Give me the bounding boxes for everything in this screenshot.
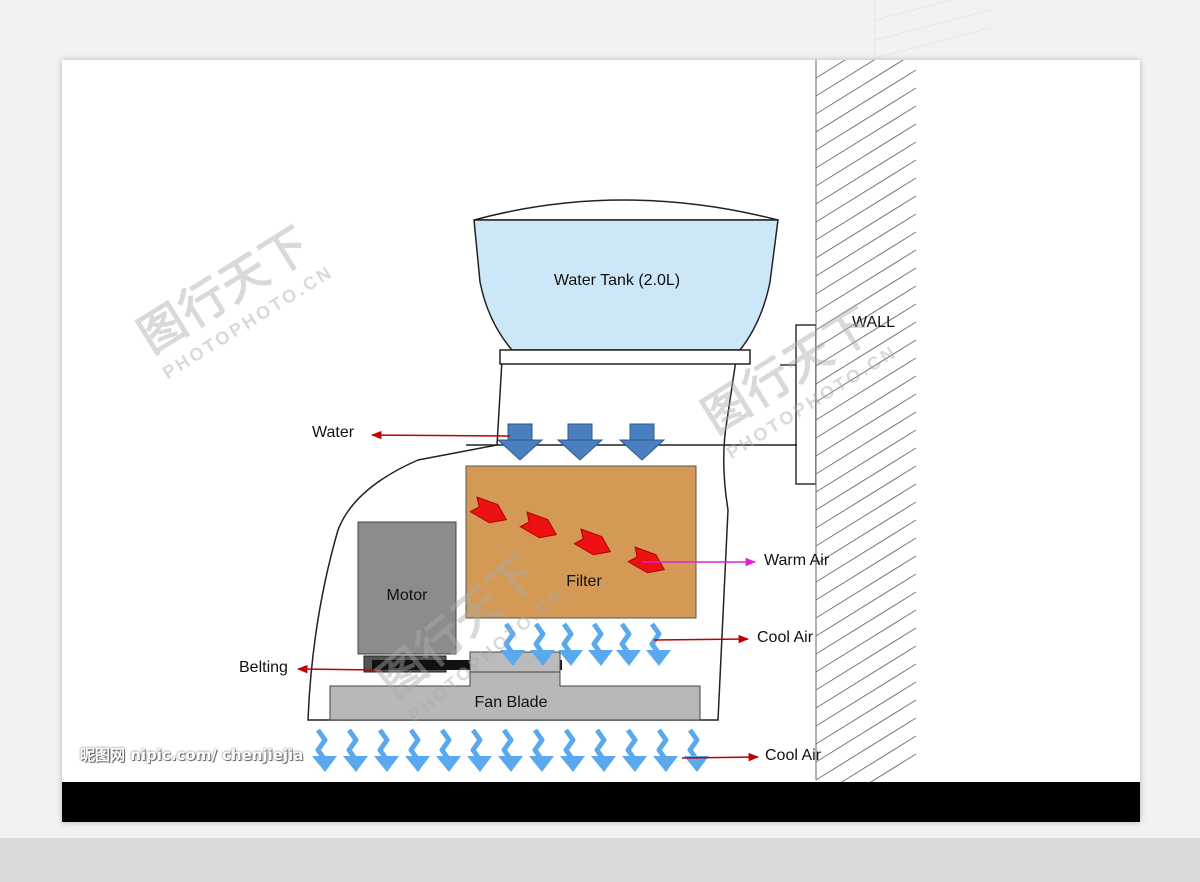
wall-hatch-line bbox=[815, 519, 917, 583]
belting bbox=[372, 660, 562, 670]
water-tank-cap bbox=[473, 199, 779, 221]
wall-hatch-line bbox=[815, 303, 917, 367]
cool-air-upper-pointer bbox=[653, 634, 750, 644]
footer-bar bbox=[62, 782, 1140, 822]
wall-hatch-line bbox=[815, 357, 917, 421]
water-pointer bbox=[370, 430, 511, 440]
wall-hatch-line bbox=[815, 177, 917, 241]
wall-hatch-line bbox=[815, 231, 917, 295]
wall-hatch-line bbox=[815, 141, 917, 205]
background-hatch-corner bbox=[874, 0, 991, 60]
wall-hatch-line bbox=[815, 393, 917, 457]
wall-hatch-line bbox=[815, 699, 917, 763]
fan-blade-label: Fan Blade bbox=[474, 694, 548, 711]
wall-hatch-line bbox=[815, 537, 917, 601]
water-tank-label: Water Tank (2.0L) bbox=[553, 272, 681, 289]
wall-hatch-line bbox=[815, 429, 917, 493]
belting-pointer bbox=[296, 664, 381, 674]
motor-label: Motor bbox=[386, 587, 428, 604]
diagram-card: Water Tank (2.0L) WALL Water Filter Warm… bbox=[62, 60, 1140, 822]
page-bottom-band bbox=[0, 838, 1200, 882]
wall-hatch-line bbox=[815, 573, 917, 637]
wall-hatch-line bbox=[815, 60, 905, 115]
wall-hatch-line bbox=[815, 339, 917, 403]
motor-block bbox=[357, 521, 457, 655]
wall-hatch-line bbox=[815, 555, 917, 619]
wall-hatch-line bbox=[815, 249, 917, 313]
wall bbox=[815, 60, 917, 817]
wall-hatch-line bbox=[815, 123, 917, 187]
filter-label: Filter bbox=[566, 573, 602, 590]
wall-hatch-line bbox=[815, 321, 917, 385]
wall-label: WALL bbox=[852, 314, 895, 331]
wall-hatch-line bbox=[815, 159, 917, 223]
wall-hatch-line bbox=[815, 195, 917, 259]
cool-air-lower-flow bbox=[312, 730, 709, 772]
wall-hatch-line bbox=[815, 465, 917, 529]
wall-hatch-line bbox=[815, 483, 917, 547]
wall-hatch-line bbox=[815, 375, 917, 439]
belting-label: Belting bbox=[239, 659, 288, 676]
wall-hatch-line bbox=[815, 681, 917, 745]
wall-hatch-line bbox=[815, 447, 917, 511]
wall-hatch-line bbox=[815, 267, 917, 331]
water-label: Water bbox=[312, 424, 355, 441]
wall-hatch-line bbox=[815, 60, 876, 97]
wall-hatch-line bbox=[815, 609, 917, 673]
wall-hatch-line bbox=[815, 501, 917, 565]
fan-blade-block bbox=[329, 671, 701, 721]
warm-air-label: Warm Air bbox=[764, 552, 830, 569]
wall-hatch-line bbox=[815, 285, 917, 349]
wall-hatch-line bbox=[815, 717, 917, 781]
cool-air-lower-label: Cool Air bbox=[765, 747, 822, 764]
cool-air-upper-label: Cool Air bbox=[757, 629, 814, 646]
wall-hatch-line bbox=[815, 663, 917, 727]
cool-air-lower-pointer bbox=[681, 752, 760, 762]
wall-hatch-line bbox=[815, 645, 917, 709]
air-cooler-diagram bbox=[296, 60, 917, 817]
source-credit: 昵图网 nipic.com/ chenjiejia bbox=[80, 746, 304, 764]
wall-hatch-line bbox=[815, 411, 917, 475]
wall-hatch-line bbox=[815, 627, 917, 691]
wall-hatch-line bbox=[815, 60, 846, 79]
wall-hatch-line bbox=[815, 87, 917, 151]
wall-hatch-line bbox=[815, 213, 917, 277]
wall-hatch-line bbox=[815, 69, 917, 133]
wall-hatch-line bbox=[815, 591, 917, 655]
wall-hatch-line bbox=[815, 105, 917, 169]
